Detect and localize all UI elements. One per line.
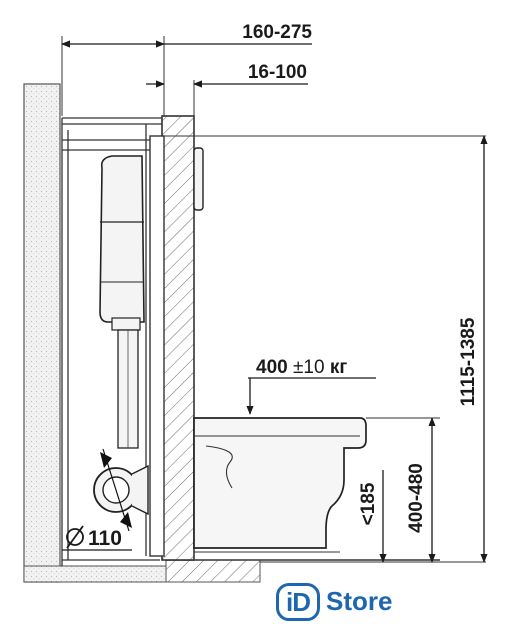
- back-wall: [23, 83, 167, 583]
- dimension-cavity-depth: 160-275: [61, 22, 312, 48]
- label-drain-diameter: 110: [88, 527, 122, 550]
- label-outlet-height: <185: [358, 482, 379, 525]
- flush-plate: [193, 147, 204, 211]
- installation-frame: [61, 117, 162, 566]
- diameter-icon: [66, 525, 84, 549]
- drain-pipe: [93, 448, 149, 532]
- label-load-value: 400: [256, 357, 288, 378]
- dimension-frame-height: 1115-1385: [458, 135, 488, 563]
- cistern: [99, 155, 145, 449]
- svg-text:400 ±10 кг: 400 ±10 кг: [256, 357, 347, 378]
- toilet-bowl: [193, 417, 367, 553]
- logo-box: iD: [276, 583, 320, 621]
- finish-wall: [149, 115, 195, 561]
- label-load-tolerance: ±10: [293, 357, 325, 378]
- floor: [165, 559, 440, 583]
- label-finish-thickness: 16-100: [248, 62, 307, 83]
- label-load-unit: кг: [330, 357, 348, 378]
- load-indicator: 400 ±10 кг: [246, 357, 376, 415]
- label-frame-height: 1115-1385: [458, 317, 479, 406]
- dimension-finish-thickness: 16-100: [146, 62, 308, 88]
- dimension-outlet-height: <185: [358, 470, 387, 563]
- label-cavity-depth: 160-275: [242, 22, 312, 43]
- dimension-bowl-height: 400-480: [406, 417, 436, 563]
- logo-word: Store: [326, 586, 393, 616]
- diameter-callout: 110: [62, 525, 132, 551]
- label-bowl-height: 400-480: [406, 463, 427, 533]
